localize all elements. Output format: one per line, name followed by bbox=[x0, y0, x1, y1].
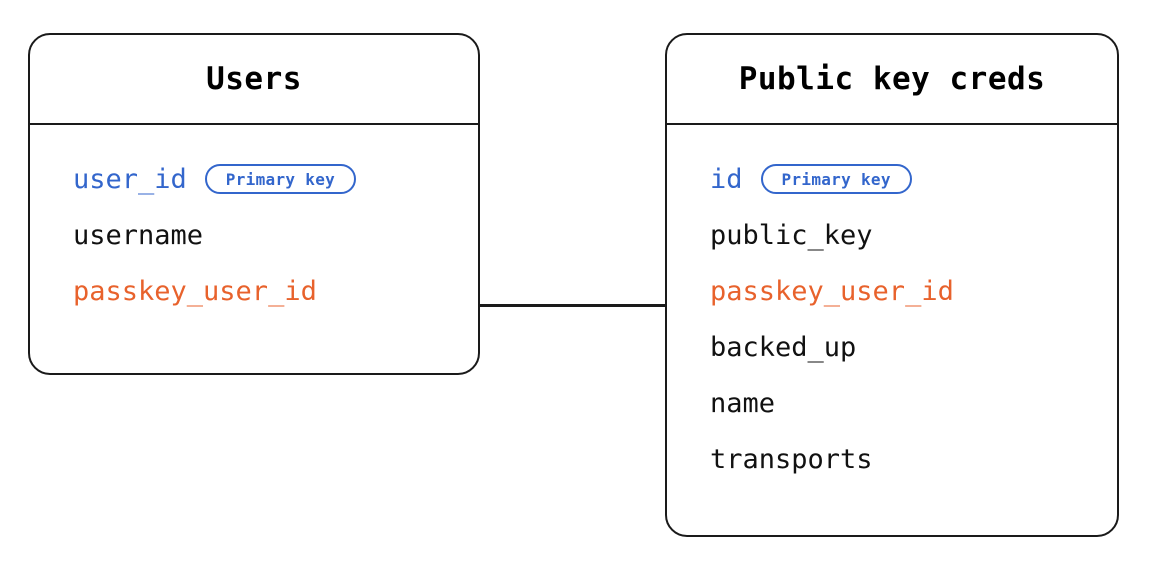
field-name-name: name bbox=[710, 387, 776, 419]
field-name-public-key: public_key bbox=[710, 219, 873, 251]
field-name-user-id: user_id bbox=[73, 163, 187, 195]
field-name-passkey-user-id: passkey_user_id bbox=[710, 275, 954, 307]
field-name-backed-up: backed_up bbox=[710, 331, 857, 363]
entity-title-users: Users bbox=[206, 61, 302, 97]
field-row-passkey-user-id[interactable]: passkey_user_id bbox=[30, 263, 478, 319]
entity-field-list-public-key-creds: id Primary key public_key passkey_user_i… bbox=[667, 125, 1117, 487]
field-row-id[interactable]: id Primary key bbox=[667, 151, 1117, 207]
field-name-id: id bbox=[710, 163, 743, 195]
field-row-passkey-user-id[interactable]: passkey_user_id bbox=[667, 263, 1117, 319]
field-row-transports[interactable]: transports bbox=[667, 431, 1117, 487]
entity-card-public-key-creds[interactable]: Public key creds id Primary key public_k… bbox=[665, 33, 1119, 537]
entity-header-users: Users bbox=[30, 35, 478, 125]
relationship-connector-users-to-creds[interactable] bbox=[478, 304, 669, 307]
entity-card-users[interactable]: Users user_id Primary key username passk… bbox=[28, 33, 480, 375]
field-name-passkey-user-id: passkey_user_id bbox=[73, 275, 317, 307]
field-row-backed-up[interactable]: backed_up bbox=[667, 319, 1117, 375]
field-row-user-id[interactable]: user_id Primary key bbox=[30, 151, 478, 207]
entity-field-list-users: user_id Primary key username passkey_use… bbox=[30, 125, 478, 319]
entity-title-public-key-creds: Public key creds bbox=[738, 61, 1046, 97]
entity-header-public-key-creds: Public key creds bbox=[667, 35, 1117, 125]
field-name-transports: transports bbox=[710, 443, 873, 475]
field-row-name[interactable]: name bbox=[667, 375, 1117, 431]
primary-key-badge: Primary key bbox=[204, 164, 357, 194]
field-name-username: username bbox=[73, 219, 204, 251]
field-row-username[interactable]: username bbox=[30, 207, 478, 263]
primary-key-badge: Primary key bbox=[760, 164, 912, 194]
field-row-public-key[interactable]: public_key bbox=[667, 207, 1117, 263]
